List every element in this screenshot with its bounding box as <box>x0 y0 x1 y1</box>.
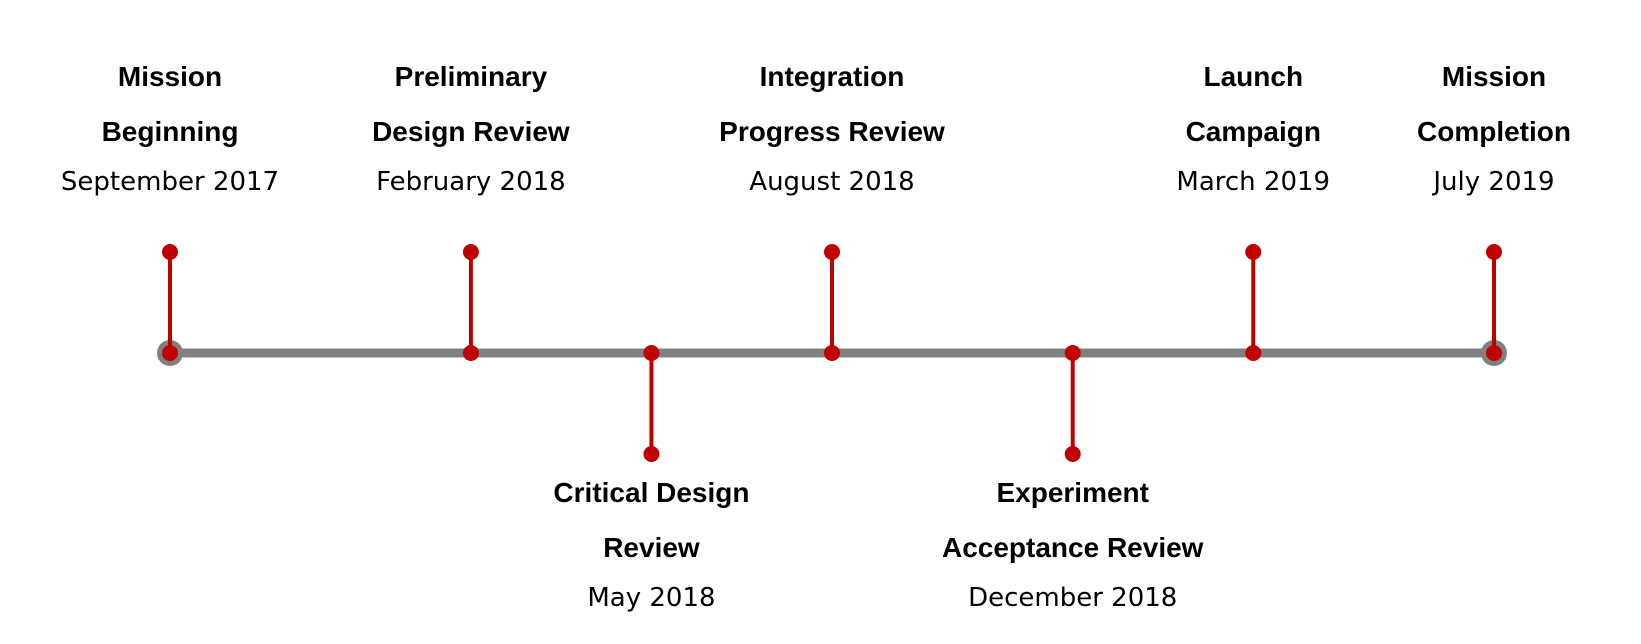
milestone-end-dot <box>643 446 660 462</box>
milestone-date: February 2018 <box>376 167 566 197</box>
milestone-date: March 2019 <box>1176 167 1330 197</box>
milestone-axis-dot <box>462 345 479 361</box>
milestone-date: May 2018 <box>587 583 715 613</box>
milestone-end-dot <box>1064 446 1081 462</box>
milestone-title-line: Completion <box>1417 116 1571 147</box>
milestone-title-line: Mission <box>1442 61 1546 92</box>
milestone-axis-dot <box>162 345 178 361</box>
milestone-title-line: Preliminary <box>395 61 548 92</box>
milestone-title-line: Acceptance Review <box>942 532 1204 563</box>
milestone-axis-dot <box>1064 345 1081 361</box>
milestone-axis-dot <box>1245 345 1262 361</box>
milestone-title-line: Beginning <box>102 116 239 147</box>
milestone-end-dot <box>162 244 178 260</box>
milestone-title-line: Review <box>603 532 700 563</box>
milestone-title-line: Campaign <box>1186 116 1321 147</box>
milestone-title-line: Progress Review <box>719 116 945 147</box>
milestone-end-dot <box>824 244 840 260</box>
milestone-date: September 2017 <box>61 167 279 197</box>
milestone-title-line: Integration <box>760 61 905 92</box>
milestone-date: December 2018 <box>968 583 1177 613</box>
milestone-title-line: Launch <box>1203 61 1303 92</box>
milestone-title-line: Mission <box>118 61 222 92</box>
milestone-date: August 2018 <box>749 167 914 197</box>
milestone-axis-dot <box>1486 345 1502 361</box>
milestone-date: July 2019 <box>1431 167 1554 197</box>
milestone-title-line: Experiment <box>996 477 1149 508</box>
milestone-end-dot <box>462 244 479 260</box>
milestone-axis-dot <box>643 345 660 361</box>
milestone-axis-dot <box>824 345 840 361</box>
milestone-end-dot <box>1245 244 1262 260</box>
milestone-end-dot <box>1486 244 1502 260</box>
milestone-title-line: Critical Design <box>553 477 749 508</box>
milestone-title-line: Design Review <box>372 116 570 147</box>
